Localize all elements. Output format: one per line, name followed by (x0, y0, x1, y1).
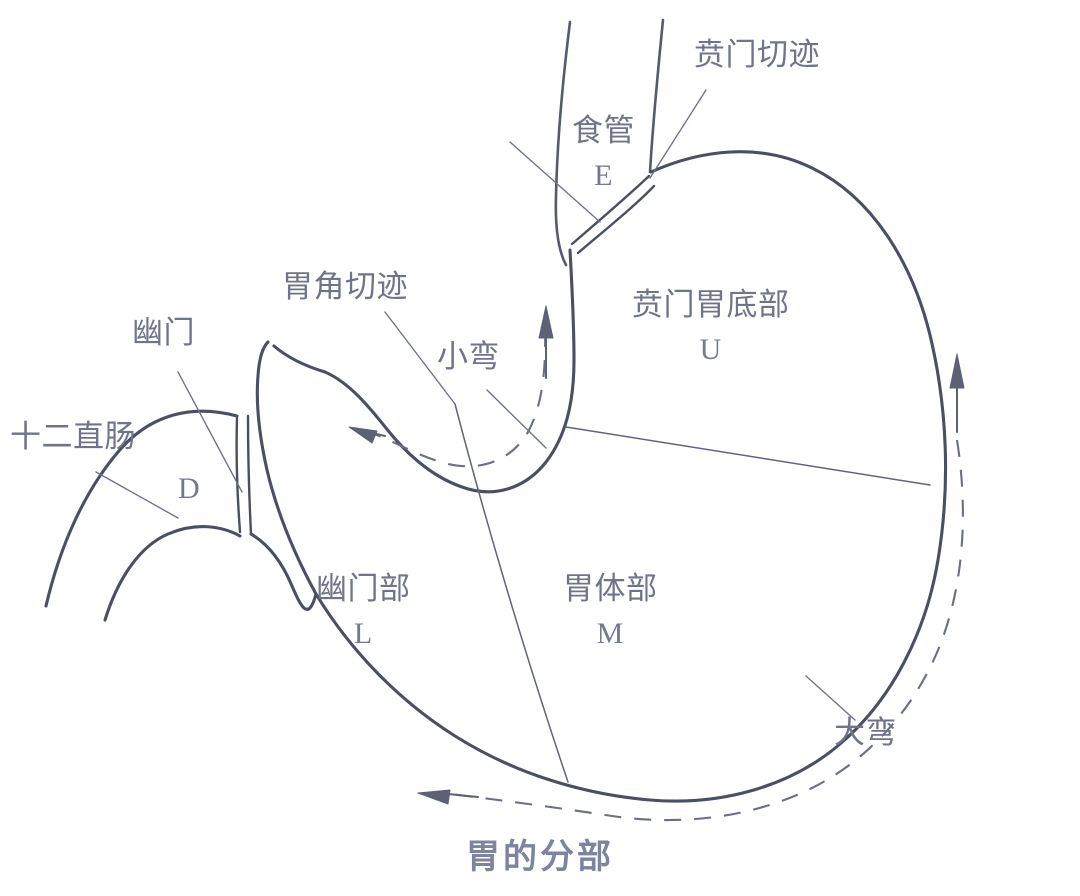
leader-line-cardiac-notch (649, 89, 707, 179)
region-label-upper-code: U (699, 332, 722, 366)
label-esophagus-code: E (594, 158, 613, 192)
leader-line-angular-incisure (384, 311, 456, 405)
label-pylorus: 幽门 (132, 316, 195, 351)
division-line-upper-middle (565, 426, 931, 486)
esophagus-left-wall (554, 20, 572, 267)
leader-line-duodenum (95, 471, 179, 519)
label-lesser-curvature-text: 小弯 (437, 339, 500, 375)
antrum-upper-wall (272, 344, 327, 374)
label-cardiac-notch-text: 贲门切迹 (694, 37, 820, 73)
region-label-middle-code: M (596, 616, 624, 650)
lesser-curvature-flow-dash (361, 329, 547, 468)
figure-caption: 胃的分部 (466, 837, 614, 877)
label-cardiac-notch: 贲门切迹 (694, 38, 820, 73)
label-duodenum-code: D (178, 472, 201, 505)
label-lesser-curvature: 小弯 (437, 340, 500, 375)
region-label-upper-text: 贲门胃底部 (632, 287, 790, 323)
region-label-lower-text: 幽门部 (316, 571, 411, 607)
region-label-middle-text: 胃体部 (563, 571, 658, 607)
duodenum-inferior-border (103, 525, 242, 622)
leader-line-lesser-curvature (486, 389, 547, 449)
greater-curvature-flow-dash (449, 439, 964, 822)
duodenum-superior-border (44, 409, 239, 608)
label-greater-curvature: 大弯 (834, 716, 897, 751)
esophagus-right-wall (648, 18, 665, 174)
leader-line-greater-curvature (805, 675, 856, 721)
division-line-middle-lower (454, 403, 569, 783)
greater-curvature-up-arrow (949, 353, 965, 433)
stomach-lesser-curve (323, 248, 576, 494)
cardia-junction-inner (576, 184, 656, 255)
duodenal-bulb-curve (249, 532, 318, 611)
leader-line-pylorus (177, 371, 243, 493)
leader-line-esophagus (509, 141, 601, 223)
stomach-fundus-greater-curve (314, 150, 948, 803)
pylorus-line-left (235, 416, 242, 534)
label-esophagus-text: 食管 (572, 113, 635, 149)
region-label-lower-code: L (353, 616, 373, 650)
region-label-upper: 贲门胃底部 U (632, 288, 790, 366)
label-duodenum: 十二直肠 (10, 420, 136, 455)
label-pylorus-text: 幽门 (132, 315, 195, 351)
label-duodenum-text: 十二直肠 (10, 419, 136, 455)
region-label-middle: 胃体部 M (563, 572, 658, 650)
greater-curvature-flow-arrow (417, 789, 479, 805)
pyloric-antrum-wall (255, 340, 318, 596)
label-angular-incisure: 胃角切迹 (282, 270, 408, 305)
label-greater-curvature-text: 大弯 (834, 715, 897, 751)
lesser-curvature-flow-arrow (348, 426, 386, 444)
region-label-lower: 幽门部 L (316, 572, 411, 650)
pylorus-line-right (246, 414, 253, 536)
lesser-curvature-up-arrow (538, 305, 554, 379)
cardia-junction-outer (570, 174, 651, 246)
label-angular-incisure-text: 胃角切迹 (282, 269, 408, 305)
label-esophagus: 食管 E (572, 114, 635, 192)
